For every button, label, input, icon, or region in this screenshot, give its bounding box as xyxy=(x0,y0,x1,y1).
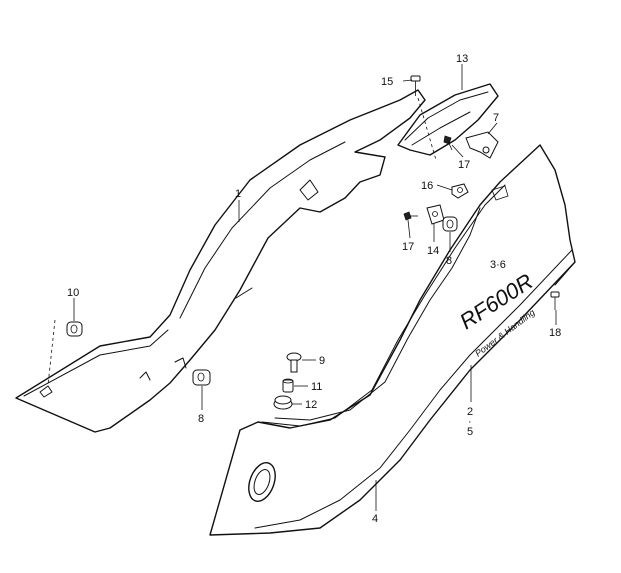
clip-part-14 xyxy=(426,204,445,225)
bracket-part-7 xyxy=(465,131,499,159)
grommet-part-16 xyxy=(451,183,469,199)
bolt-part-9 xyxy=(286,352,302,373)
assembly-axis-15 xyxy=(417,97,437,161)
callout-labels: 1 2 · 5 3·6 4 7 8 8 9 10 11 12 13 14 15 … xyxy=(67,53,561,525)
cushion-part-10 xyxy=(66,321,83,337)
callout-5: 5 xyxy=(467,426,473,438)
frame-cover-right: RF600R Power & Handling xyxy=(209,144,576,536)
collar-part-11 xyxy=(282,378,294,393)
callout-8-upper: 8 xyxy=(446,255,452,267)
assembly-axis-10 xyxy=(47,319,56,386)
leader-lines xyxy=(73,64,557,511)
callout-11: 11 xyxy=(311,381,322,393)
callout-8-lower: 8 xyxy=(198,413,204,425)
callout-4: 4 xyxy=(372,513,378,525)
callout-17-upper: 17 xyxy=(458,159,470,171)
callout-16: 16 xyxy=(421,180,433,192)
tail-cover-center xyxy=(397,83,499,156)
frame-cover-left xyxy=(15,89,426,433)
grommet-part-12 xyxy=(273,395,293,410)
callout-7: 7 xyxy=(493,112,499,124)
callout-1: 1 xyxy=(235,188,241,200)
callout-14: 14 xyxy=(427,245,439,257)
callout-18: 18 xyxy=(549,327,561,339)
callout-15: 15 xyxy=(381,76,393,88)
callout-3-6: 3·6 xyxy=(490,259,506,271)
callout-2-separator: · xyxy=(468,416,472,428)
callout-13: 13 xyxy=(456,53,468,65)
screw-part-18 xyxy=(550,291,560,310)
screw-part-17-upper xyxy=(443,135,453,151)
callout-9: 9 xyxy=(319,355,325,367)
callout-2: 2 xyxy=(467,406,473,418)
screw-part-15 xyxy=(410,75,421,96)
callout-10: 10 xyxy=(67,287,79,299)
callout-17-lower: 17 xyxy=(402,241,414,253)
screw-part-17-lower xyxy=(403,211,418,221)
callout-12: 12 xyxy=(305,399,317,411)
cushion-part-8-lower xyxy=(192,369,211,386)
cushion-part-8-upper xyxy=(442,216,458,232)
